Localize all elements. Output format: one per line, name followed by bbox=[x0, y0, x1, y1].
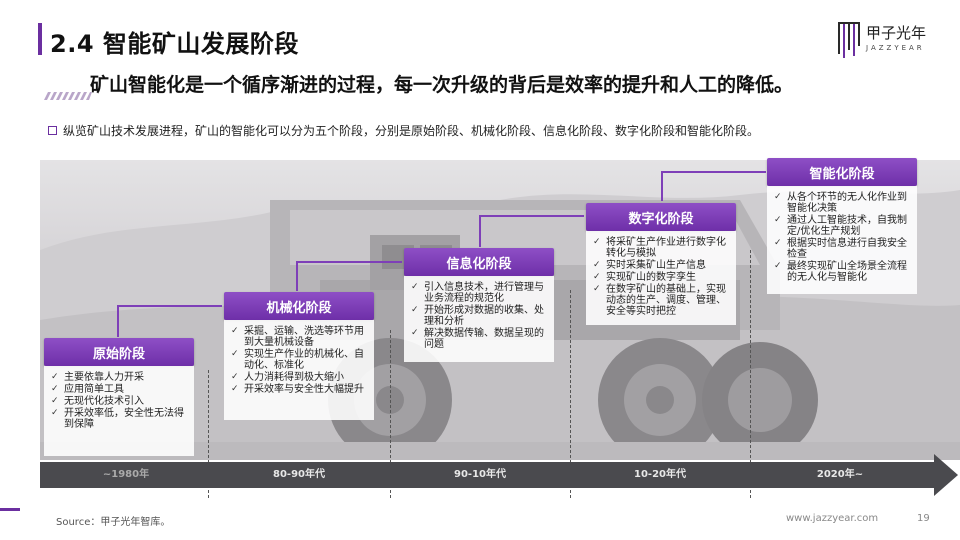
stage-mechanization-details: ✓ 采掘、运输、洗选等环节用到大量机械设备 ✓ 实现生产作业的机械化、自动化、标准化… bbox=[224, 320, 374, 420]
stage-item-text: 最终实现矿山全场景全流程的无人化与智能化 bbox=[787, 261, 907, 283]
stage-item-text: 开采效率与安全性大幅提升 bbox=[244, 384, 364, 395]
intro-text: 纵览矿山技术发展进程，矿山的智能化可以分为五个阶段，分别是原始阶段、机械化阶段、… bbox=[48, 122, 759, 139]
check-icon: ✓ bbox=[231, 349, 239, 359]
check-icon: ✓ bbox=[411, 328, 419, 338]
stage-divider bbox=[390, 330, 391, 498]
stage-divider bbox=[570, 290, 571, 498]
check-icon: ✓ bbox=[51, 408, 59, 418]
check-icon: ✓ bbox=[231, 384, 239, 394]
stage-item: ✓ 将采矿生产作业进行数字化转化与模拟 bbox=[592, 237, 730, 259]
timeline-label: ~1980年 bbox=[102, 469, 150, 480]
stage-item-text: 根据实时信息进行自我安全检查 bbox=[787, 238, 907, 260]
check-icon: ✓ bbox=[231, 372, 239, 382]
title-accent-bar bbox=[38, 23, 42, 55]
check-icon: ✓ bbox=[51, 396, 59, 406]
check-icon: ✓ bbox=[593, 272, 601, 282]
stage-item: ✓ 通过人工智能技术，自我制定/优化生产规划 bbox=[773, 215, 911, 237]
footer-url[interactable]: www.jazzyear.com bbox=[786, 513, 879, 524]
stage-digitalization-header: 数字化阶段 bbox=[586, 203, 736, 231]
stage-item-text: 实现矿山的数字孪生 bbox=[606, 272, 696, 283]
stage-primitive-header: 原始阶段 bbox=[44, 338, 194, 366]
timeline-label: 2020年~ bbox=[816, 469, 864, 480]
square-bullet-icon bbox=[48, 126, 57, 135]
stage-mechanization-header: 机械化阶段 bbox=[224, 292, 374, 320]
stage-item-text: 实现生产作业的机械化、自动化、标准化 bbox=[244, 349, 364, 371]
stage-item-text: 无现代化技术引入 bbox=[64, 396, 144, 407]
check-icon: ✓ bbox=[774, 215, 782, 225]
stage-divider bbox=[750, 250, 751, 498]
check-icon: ✓ bbox=[411, 282, 419, 292]
stage-item-text: 人力消耗得到极大缩小 bbox=[244, 372, 344, 383]
timeline-arrow-icon bbox=[934, 454, 958, 496]
brand-name-en: JAZZYEAR bbox=[866, 44, 925, 52]
stage-item-text: 应用简单工具 bbox=[64, 384, 124, 395]
check-icon: ✓ bbox=[774, 238, 782, 248]
stage-informatization-header: 信息化阶段 bbox=[404, 248, 554, 276]
timeline-label: 80-90年代 bbox=[273, 469, 325, 480]
stage-item: ✓ 实现生产作业的机械化、自动化、标准化 bbox=[230, 349, 368, 371]
check-icon: ✓ bbox=[593, 260, 601, 270]
stage-item: ✓ 从各个环节的无人化作业到智能化决策 bbox=[773, 192, 911, 214]
stage-item: ✓ 实现矿山的数字孪生 bbox=[592, 272, 730, 283]
check-icon: ✓ bbox=[51, 384, 59, 394]
check-icon: ✓ bbox=[593, 237, 601, 247]
stage-item: ✓ 引入信息技术，进行管理与业务流程的规范化 bbox=[410, 282, 548, 304]
stage-item-text: 从各个环节的无人化作业到智能化决策 bbox=[787, 192, 907, 214]
stage-item-text: 解决数据传输、数据呈现的问题 bbox=[424, 328, 544, 350]
stage-item: ✓ 人力消耗得到极大缩小 bbox=[230, 372, 368, 383]
check-icon: ✓ bbox=[774, 261, 782, 271]
stage-digitalization-details: ✓ 将采矿生产作业进行数字化转化与模拟 ✓ 实时采集矿山生产信息 ✓ 实现矿山的数字孪… bbox=[586, 231, 736, 325]
stage-item: ✓ 最终实现矿山全场景全流程的无人化与智能化 bbox=[773, 261, 911, 283]
timeline-label: 90-10年代 bbox=[454, 469, 506, 480]
page-title: 2.4 智能矿山发展阶段 bbox=[50, 30, 299, 58]
stage-item: ✓ 开采效率低，安全性无法得到保障 bbox=[50, 408, 188, 430]
stage-item: ✓ 采掘、运输、洗选等环节用到大量机械设备 bbox=[230, 326, 368, 348]
check-icon: ✓ bbox=[231, 326, 239, 336]
stage-intelligence-header: 智能化阶段 bbox=[767, 158, 917, 186]
stage-primitive-details: ✓ 主要依靠人力开采 ✓ 应用简单工具 ✓ 无现代化技术引入 ✓ 开采效率低，安全性无法… bbox=[44, 366, 194, 456]
brand-name: 甲子光年 bbox=[866, 24, 927, 42]
stage-item: ✓ 开始形成对数据的收集、处理和分析 bbox=[410, 305, 548, 327]
stage-item: ✓ 主要依靠人力开采 bbox=[50, 372, 188, 383]
stage-item: ✓ 应用简单工具 bbox=[50, 384, 188, 395]
stage-item-text: 在数字矿山的基础上，实现动态的生产、调度、管理、安全等实时把控 bbox=[606, 284, 726, 317]
jazzyear-logo-icon bbox=[838, 22, 860, 58]
stage-item-text: 开始形成对数据的收集、处理和分析 bbox=[424, 305, 544, 327]
stage-item-text: 主要依靠人力开采 bbox=[64, 372, 144, 383]
brand-logo: 甲子光年 JAZZYEAR bbox=[836, 18, 946, 66]
intro-text-content: 纵览矿山技术发展进程，矿山的智能化可以分为五个阶段，分别是原始阶段、机械化阶段、… bbox=[63, 124, 760, 138]
stage-item-text: 引入信息技术，进行管理与业务流程的规范化 bbox=[424, 282, 544, 304]
check-icon: ✓ bbox=[411, 305, 419, 315]
stage-item: ✓ 根据实时信息进行自我安全检查 bbox=[773, 238, 911, 260]
stage-intelligence-details: ✓ 从各个环节的无人化作业到智能化决策 ✓ 通过人工智能技术，自我制定/优化生产规划… bbox=[767, 186, 917, 294]
stage-item-text: 将采矿生产作业进行数字化转化与模拟 bbox=[606, 237, 726, 259]
check-icon: ✓ bbox=[51, 372, 59, 382]
stage-item: ✓ 解决数据传输、数据呈现的问题 bbox=[410, 328, 548, 350]
stage-item-text: 通过人工智能技术，自我制定/优化生产规划 bbox=[787, 215, 907, 237]
check-icon: ✓ bbox=[774, 192, 782, 202]
subtitle-stripes bbox=[44, 92, 92, 100]
stage-item-text: 采掘、运输、洗选等环节用到大量机械设备 bbox=[244, 326, 364, 348]
stage-divider bbox=[208, 370, 209, 498]
stage-item: ✓ 开采效率与安全性大幅提升 bbox=[230, 384, 368, 395]
stage-informatization-details: ✓引入信息技术，进行管理与业务流程的规范化 ✓开始形成对数据的收集、处理和分析 … bbox=[404, 276, 554, 362]
timeline-bar bbox=[40, 462, 935, 488]
subtitle: 矿山智能化是一个循序渐进的过程，每一次升级的背后是效率的提升和人工的降低。 bbox=[90, 74, 794, 96]
source-note: Source：甲子光年智库。 bbox=[56, 517, 171, 528]
stage-item: ✓ 实时采集矿山生产信息 bbox=[592, 260, 730, 271]
stage-item-text: 实时采集矿山生产信息 bbox=[606, 260, 706, 271]
stage-item: ✓ 在数字矿山的基础上，实现动态的生产、调度、管理、安全等实时把控 bbox=[592, 284, 730, 317]
check-icon: ✓ bbox=[593, 284, 601, 294]
timeline-label: 10-20年代 bbox=[634, 469, 686, 480]
stage-item: ✓ 无现代化技术引入 bbox=[50, 396, 188, 407]
page-number: 19 bbox=[917, 513, 930, 524]
footer-accent-bar bbox=[0, 508, 20, 511]
stage-item-text: 开采效率低，安全性无法得到保障 bbox=[64, 408, 184, 430]
